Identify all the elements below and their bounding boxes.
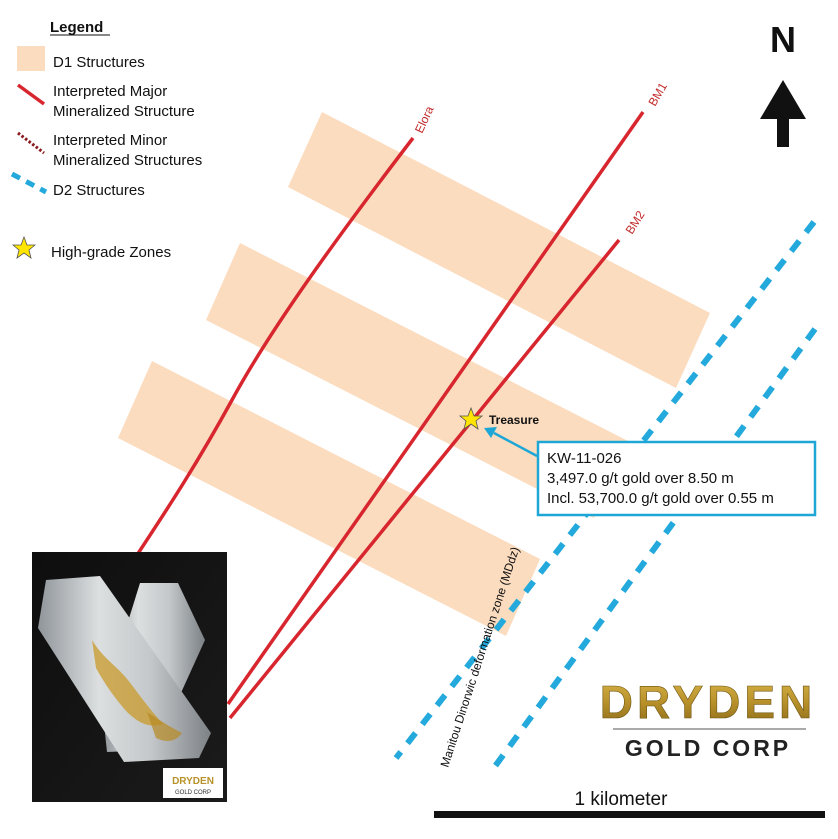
legend-d1-label: D1 Structures <box>53 54 145 71</box>
d2-structure-south <box>490 327 818 771</box>
treasure-star-icon <box>458 406 484 430</box>
callout-leader <box>493 431 538 458</box>
bm1-structure <box>226 110 645 706</box>
scale-bar-label: 1 kilometer <box>575 789 669 810</box>
legend-major-label-2: Mineralized Structure <box>53 103 195 120</box>
core-photo: DRYDEN GOLD CORP <box>32 552 227 802</box>
core-gold-vein-2 <box>147 712 182 741</box>
callout-box <box>536 440 817 517</box>
callout-hole-id: KW-11-026 <box>547 450 621 467</box>
elora-label: Elora <box>412 104 437 136</box>
legend-d1-swatch <box>17 46 45 71</box>
elora-structure <box>135 136 415 556</box>
photo-logo-word: DRYDEN <box>172 776 214 787</box>
core-gold-vein <box>92 640 163 726</box>
legend-minor-label-2: Mineralized Structures <box>53 152 202 169</box>
callout-line-2: Incl. 53,700.0 g/t gold over 0.55 m <box>547 490 774 507</box>
legend-high-grade-label: High-grade Zones <box>51 244 171 261</box>
logo-word: DRYDEN <box>600 676 817 728</box>
legend-d2-label: D2 Structures <box>53 182 145 199</box>
legend-title: Legend <box>50 19 103 36</box>
bm2-structure <box>228 238 621 720</box>
legend-minor-swatch <box>17 131 45 155</box>
legend-major-swatch <box>16 83 46 106</box>
d1-band-south <box>118 361 540 636</box>
dryden-logo: DRYDEN GOLD CORP <box>599 676 817 761</box>
legend-star-icon <box>11 235 37 259</box>
logo-sub: GOLD CORP <box>625 735 791 761</box>
north-arrow-icon <box>760 80 806 147</box>
scale-bar: 1 kilometer <box>434 789 825 818</box>
d1-band-north <box>288 112 710 388</box>
treasure-label: Treasure <box>489 413 539 427</box>
drill-hole-callout: KW-11-026 3,497.0 g/t gold over 8.50 m I… <box>484 427 817 517</box>
photo-logo-box <box>163 768 223 798</box>
major-mineralized-structures <box>135 110 645 720</box>
callout-line-1: 3,497.0 g/t gold over 8.50 m <box>547 470 734 487</box>
core-sample-front <box>38 576 211 762</box>
north-arrow: N <box>760 19 806 147</box>
callout-arrowhead-icon <box>484 427 497 438</box>
legend-d2-swatch <box>10 171 48 195</box>
north-label: N <box>770 19 796 60</box>
scale-bar-line <box>434 811 825 818</box>
legend: Legend D1 Structures Interpreted Major M… <box>10 19 202 261</box>
legend-major-label-1: Interpreted Major <box>53 83 167 100</box>
photo-logo-sub: GOLD CORP <box>175 790 211 796</box>
bm1-label: BM1 <box>645 80 670 109</box>
bm2-label: BM2 <box>623 208 648 237</box>
legend-minor-label-1: Interpreted Minor <box>53 132 167 149</box>
